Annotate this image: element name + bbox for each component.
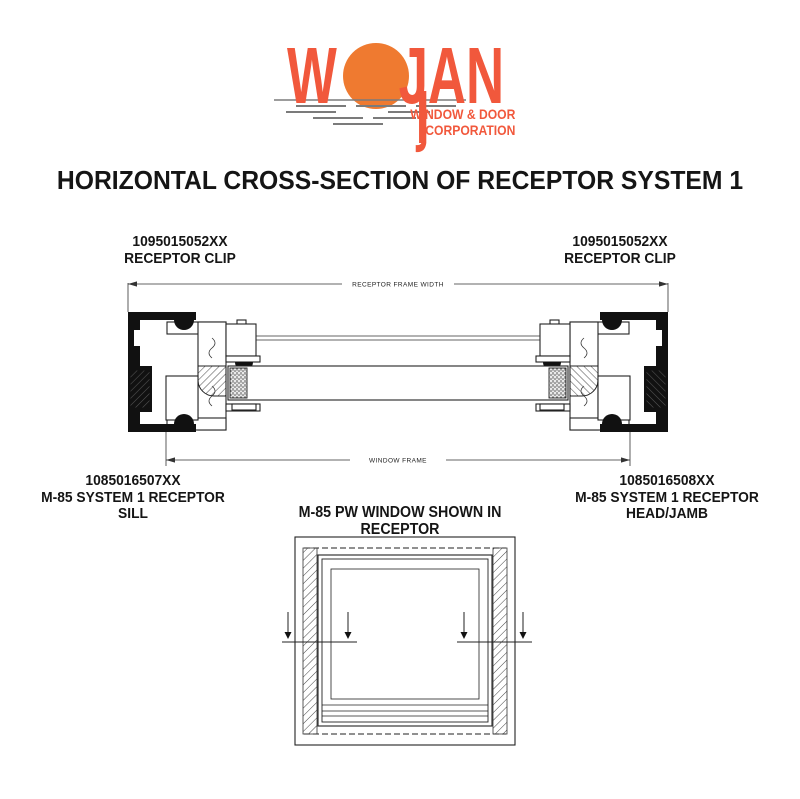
part-label-receptor-sill: 1085016507XX M-85 SYSTEM 1 RECEPTOR SILL: [32, 472, 234, 523]
glazing-wedge-hatched: [197, 365, 227, 397]
logo-sun-circle: [343, 43, 409, 109]
dimension-window-frame: WINDOW FRAME: [165, 432, 631, 466]
part-number: 1095015052XX: [132, 233, 228, 250]
glass-spacer-left: [229, 367, 248, 399]
logo-letter-w: W: [287, 32, 337, 121]
logo-water-dashes: [274, 99, 466, 126]
dim-label-receptor-frame-width: RECEPTOR FRAME WIDTH: [352, 282, 444, 289]
part-label-receptor-clip-right: 1095015052XX RECEPTOR CLIP: [528, 233, 712, 267]
section-arrows: [284, 612, 527, 639]
receptor-clip-left-profile: [128, 312, 196, 432]
glass-unit: [227, 335, 569, 411]
thermal-squiggle-top: [208, 337, 216, 359]
elevation-glass: [330, 568, 480, 700]
clip-thermal-block-hatched: [129, 369, 151, 409]
logo-subtitle-line1: WINDOW & DOOR: [410, 106, 515, 122]
logo-j-hook: [415, 140, 427, 153]
part-label-receptor-clip-left: 1095015052XX RECEPTOR CLIP: [88, 233, 272, 267]
section-arrowhead: [284, 632, 292, 639]
elevation-caption: M-85 PW WINDOW SHOWN IN RECEPTOR: [298, 504, 502, 538]
dim-arrow-left: [128, 281, 137, 287]
part-label-receptor-head-jamb: 1085016508XX M-85 SYSTEM 1 RECEPTOR HEAD…: [566, 472, 768, 523]
part-name: RECEPTOR CLIP: [564, 249, 676, 267]
receptor-jamb-hatch-right: [492, 547, 508, 735]
elevation-outer-frame: [294, 536, 516, 746]
logo-letters-jan: JAN: [399, 32, 505, 121]
logo-j-descender: [419, 91, 427, 143]
section-cut-marks: [282, 612, 532, 643]
section-arrowhead: [519, 632, 527, 639]
dim-arrow-right: [621, 457, 630, 463]
logo-subtitle: WINDOW & DOOR CORPORATION: [410, 106, 515, 138]
receptor-jamb-hatch-left: [302, 547, 318, 735]
page-title: HORIZONTAL CROSS-SECTION OF RECEPTOR SYS…: [56, 165, 744, 195]
part-location: SILL: [118, 505, 148, 522]
setting-block-right: [539, 403, 565, 411]
glass-spacer-right: [548, 367, 567, 399]
clip-gasket-top: [174, 320, 194, 330]
setting-block-left: [231, 403, 257, 411]
part-number: 1085016508XX: [619, 472, 715, 489]
dim-label-window-frame: WINDOW FRAME: [369, 458, 427, 465]
part-name: M-85 SYSTEM 1 RECEPTOR: [575, 488, 759, 506]
logo-subtitle-line2: CORPORATION: [425, 122, 515, 138]
cross-section-drawing: RECEPTOR FRAME WIDTH WINDOW FRAME: [127, 281, 669, 466]
part-name: RECEPTOR CLIP: [124, 249, 236, 267]
clip-gasket-bottom: [174, 414, 194, 424]
insulated-glass-unit: [227, 365, 569, 401]
elevation-window-frame: [317, 554, 493, 727]
part-number: 1095015052XX: [572, 233, 668, 250]
clip-notch: [134, 330, 140, 346]
part-location: HEAD/JAMB: [625, 505, 709, 522]
dim-arrow-right: [659, 281, 668, 287]
logo-brand-letters: W JAN: [287, 32, 505, 153]
part-name: M-85 SYSTEM 1 RECEPTOR: [41, 488, 225, 506]
part-number: 1085016507XX: [85, 472, 181, 489]
section-arrowhead: [460, 632, 468, 639]
section-arrowhead: [344, 632, 352, 639]
dim-arrow-left: [166, 457, 175, 463]
wojan-logo: W JAN WINDOW & DOOR CORPORATION: [274, 32, 515, 153]
dimension-receptor-frame-width: RECEPTOR FRAME WIDTH: [127, 281, 669, 312]
window-elevation-drawing: [282, 536, 532, 746]
